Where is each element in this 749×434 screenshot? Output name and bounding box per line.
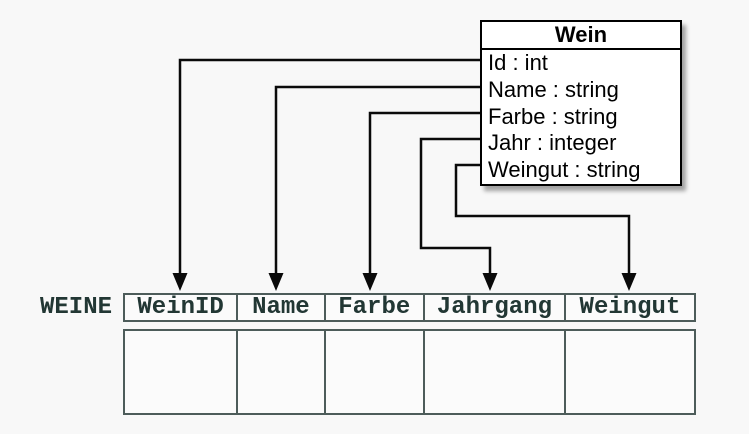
arrow-weingut-to-weingut — [454, 163, 637, 291]
table-cell — [326, 331, 425, 413]
table-empty-row — [123, 329, 696, 415]
column-header-name: Name — [238, 295, 326, 320]
table-cell — [425, 331, 566, 413]
arrow-jahr-to-jahrgang — [419, 137, 498, 291]
arrow-name-to-name — [268, 85, 484, 291]
column-header-weingut: Weingut — [579, 295, 681, 320]
uml-attribute-jahr: Jahr : integer — [488, 130, 617, 156]
uml-class-title: Wein — [482, 22, 680, 50]
uml-attribute-compartment: Id : int Name : string Farbe : string Ja… — [482, 50, 680, 184]
uml-attribute-weingut: Weingut : string — [488, 157, 641, 183]
arrow-farbe-to-farbe — [362, 111, 484, 291]
table-cell — [238, 331, 326, 413]
column-header-farbe: Farbe — [326, 295, 425, 320]
uml-attribute-id: Id : int — [488, 50, 548, 75]
table-header-row: WeinID Name Farbe Jahrgang Weingut — [123, 293, 696, 322]
uml-class-wein: Wein Id : int Name : string Farbe : stri… — [480, 20, 682, 186]
table-cell — [566, 331, 694, 413]
table-name-label: WEINE — [39, 294, 112, 321]
uml-attribute-farbe: Farbe : string — [488, 103, 618, 129]
uml-attribute-name: Name : string — [488, 76, 619, 102]
arrow-id-to-weinid — [172, 58, 484, 291]
column-header-weinid: WeinID — [125, 295, 239, 320]
table-cell — [125, 331, 239, 413]
column-header-jahrgang: Jahrgang — [425, 295, 566, 320]
